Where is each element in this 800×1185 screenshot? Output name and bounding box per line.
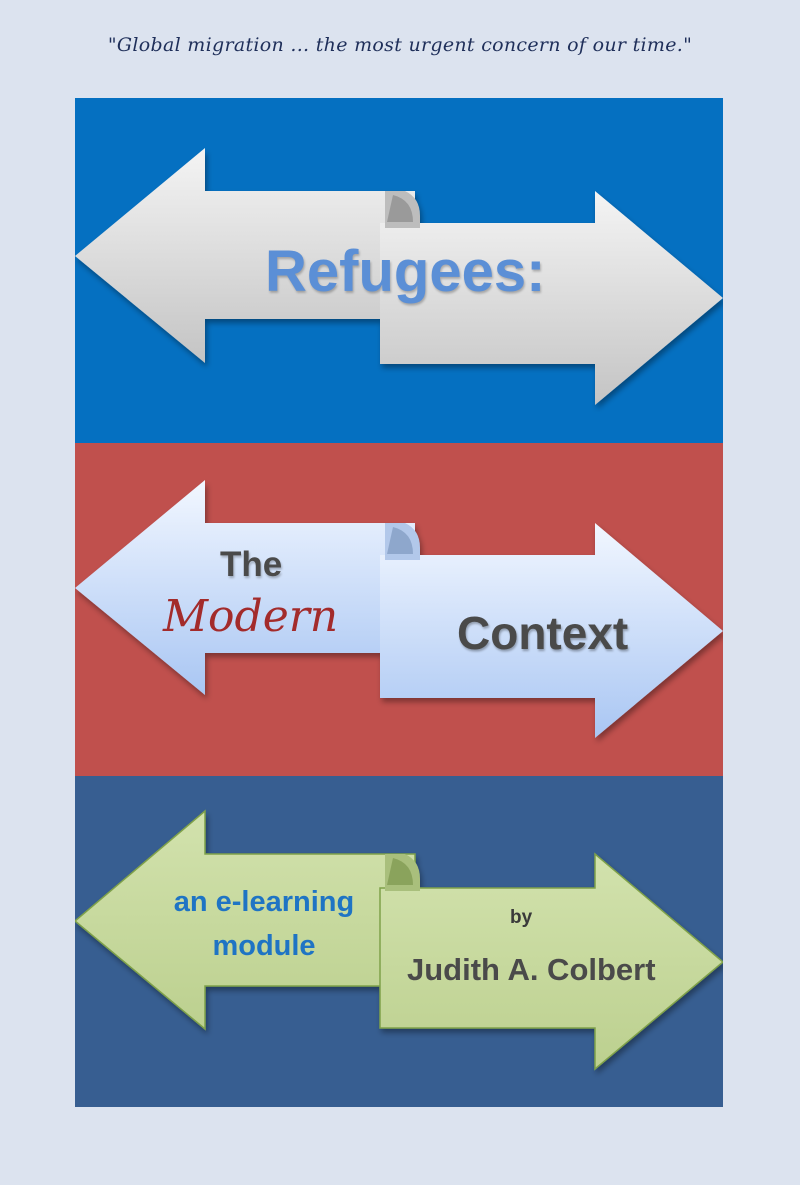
title-panel-refugees: Refugees: bbox=[75, 98, 723, 443]
title-refugees: Refugees: bbox=[265, 239, 546, 304]
double-arrow-scroll-icon bbox=[75, 148, 723, 405]
title-context: Context bbox=[457, 607, 629, 659]
author-name: Judith A. Colbert bbox=[407, 952, 656, 987]
double-arrow-scroll-icon bbox=[75, 809, 723, 1071]
byline-panel: an e-learning module by Judith A. Colber… bbox=[75, 776, 723, 1107]
subtitle-elearning-module: an e-learning module bbox=[173, 886, 355, 962]
double-arrow-scroll-icon bbox=[75, 480, 723, 738]
title-panel-modern-context: The Modern Context bbox=[75, 443, 723, 776]
title-modern: Modern bbox=[163, 591, 339, 642]
title-the: The bbox=[220, 545, 283, 584]
byline-by: by bbox=[510, 907, 533, 928]
cover-quote: "Global migration ... the most urgent co… bbox=[107, 34, 693, 56]
